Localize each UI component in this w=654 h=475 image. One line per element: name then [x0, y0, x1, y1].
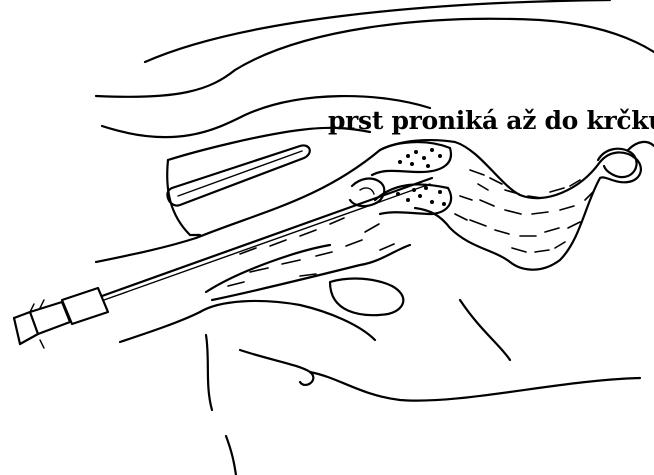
lower-contour-5 [310, 372, 640, 401]
syringe [14, 288, 108, 348]
uterus-striations [455, 170, 593, 252]
finger-nail [360, 188, 374, 194]
bladder-wall-line [96, 19, 654, 97]
canal-striations [228, 218, 394, 286]
lower-contour-4 [240, 350, 313, 385]
outer-contour [145, 0, 610, 62]
annotation-label: prst proniká až do krčku [328, 106, 654, 135]
uterus-outline [380, 140, 641, 270]
left-thigh-line [96, 238, 196, 262]
cervix-stipple [396, 148, 446, 206]
lower-contour-2 [200, 301, 375, 340]
bone-outline [167, 160, 200, 235]
lower-contour-6 [226, 436, 236, 475]
cervix-outline-upper [372, 142, 451, 175]
left-thigh-line-2 [120, 312, 200, 342]
lower-contour-7 [460, 300, 510, 360]
lower-contour-3 [206, 335, 212, 410]
tube-inner [178, 151, 302, 196]
tube-end [628, 142, 654, 150]
lower-contour-1 [330, 279, 403, 316]
needle [102, 178, 432, 296]
